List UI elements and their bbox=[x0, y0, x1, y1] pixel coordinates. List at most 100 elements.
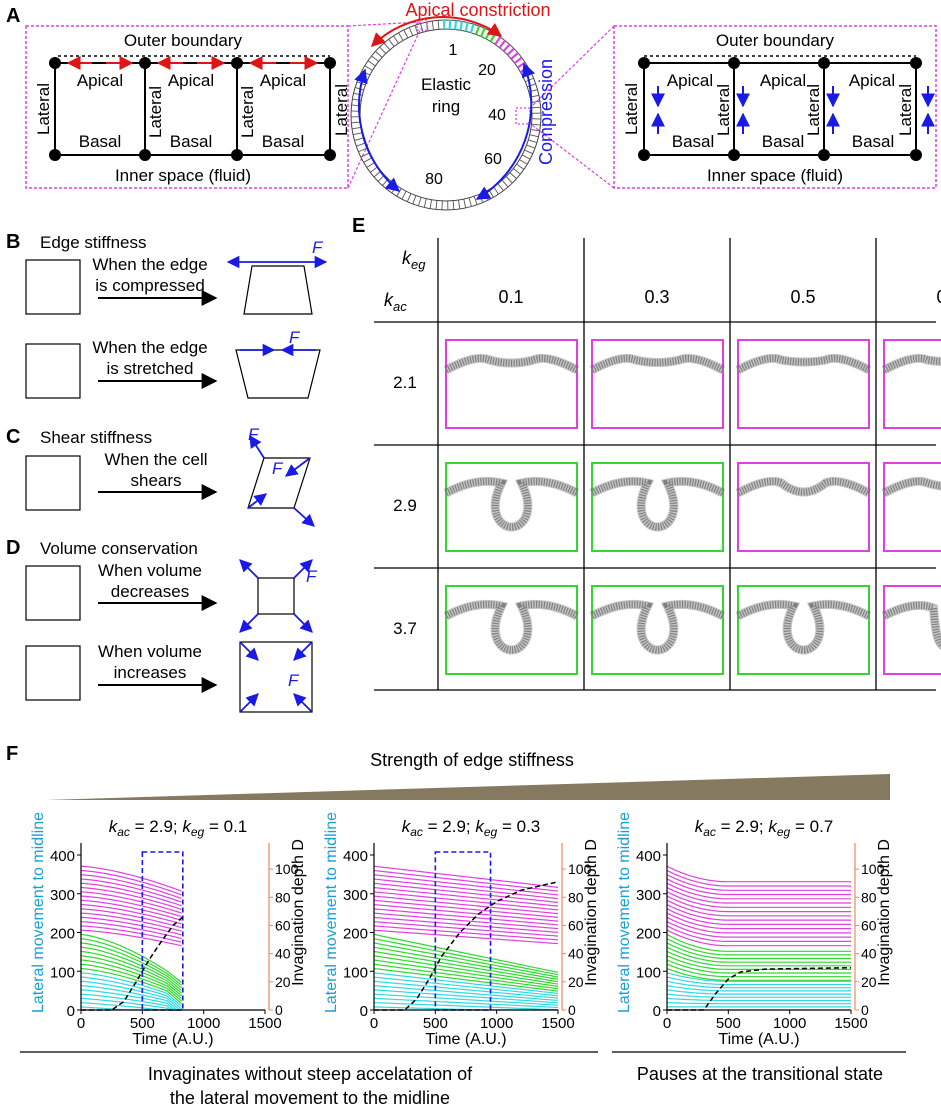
ring-cell bbox=[379, 46, 387, 54]
lateral-label: Lateral bbox=[332, 84, 351, 136]
y-right-tick-label: 80 bbox=[275, 889, 291, 905]
ring-cell bbox=[510, 52, 519, 60]
lateral-trajectory bbox=[666, 946, 851, 963]
lateral-trajectory bbox=[666, 912, 851, 930]
lateral-label: Lateral bbox=[34, 83, 53, 135]
ring-cell bbox=[501, 179, 509, 188]
y-right-tick-label: 60 bbox=[568, 917, 584, 933]
label-increase-1: When volume bbox=[98, 642, 202, 661]
basal-label: Basal bbox=[672, 132, 715, 151]
ring-cell bbox=[509, 172, 517, 179]
ring-cell bbox=[356, 142, 365, 147]
lateral-trajectory bbox=[373, 925, 559, 941]
y-tick-label: 200 bbox=[50, 926, 75, 943]
compression-label: Compression bbox=[536, 59, 556, 165]
ring-cell bbox=[393, 35, 399, 44]
ring-cell bbox=[353, 92, 363, 96]
ring-cell bbox=[497, 183, 504, 191]
lateral-trajectory bbox=[666, 972, 851, 982]
ring-cell bbox=[489, 33, 497, 43]
x-tick-label: 500 bbox=[423, 1015, 448, 1032]
ring-cell bbox=[437, 20, 440, 30]
lateral-trajectory bbox=[666, 985, 851, 992]
lateral-trajectory bbox=[80, 895, 182, 918]
ring-outer bbox=[350, 19, 542, 211]
ring-cell bbox=[526, 144, 536, 149]
lateral-trajectory bbox=[373, 1002, 559, 1011]
lateral-trajectory bbox=[373, 959, 559, 987]
lateral-trajectory bbox=[373, 874, 559, 896]
force-arrow bbox=[293, 507, 315, 527]
lateral-trajectory bbox=[373, 912, 559, 930]
col-header: 0.7 bbox=[936, 287, 941, 307]
panel-label-c: C bbox=[6, 426, 20, 448]
force-label: F bbox=[288, 671, 300, 690]
ring-cell bbox=[453, 20, 458, 30]
x-axis-label: Time (A.U.) bbox=[132, 1031, 213, 1048]
col-header: 0.1 bbox=[498, 287, 523, 307]
apical-label: Apical bbox=[77, 71, 123, 90]
label-decrease-2: decreases bbox=[111, 582, 189, 601]
epithelium-sheet-outline bbox=[881, 476, 941, 497]
ring-cell bbox=[351, 127, 361, 130]
col-header: 0.5 bbox=[790, 287, 815, 307]
ring-cell bbox=[505, 176, 513, 184]
ring-cell bbox=[423, 198, 427, 208]
row-axis-label: kac bbox=[384, 290, 407, 314]
apical-label: Apical bbox=[168, 71, 214, 90]
force-label: F bbox=[312, 238, 324, 257]
apical-label: Apical bbox=[260, 71, 306, 90]
panel-b-title: Edge stiffness bbox=[40, 233, 146, 252]
y-tick-label: 100 bbox=[50, 964, 75, 981]
lateral-trajectory bbox=[80, 950, 182, 994]
ring-cell bbox=[408, 27, 414, 36]
ring-index-40: 40 bbox=[488, 107, 506, 124]
lateral-trajectory bbox=[80, 869, 182, 896]
ring-cell bbox=[494, 36, 502, 46]
compression-arc-right bbox=[475, 62, 536, 200]
ring-cell bbox=[506, 47, 515, 56]
epithelium-sheet-outline bbox=[881, 353, 941, 374]
col-header: 0.3 bbox=[644, 287, 669, 307]
y-right-tick-label: 100 bbox=[568, 861, 592, 877]
left-inner-space-label: Inner space (fluid) bbox=[115, 166, 251, 185]
ring-cell bbox=[521, 154, 531, 160]
lateral-trajectory bbox=[80, 878, 182, 903]
epithelium-sheet-outline bbox=[735, 599, 872, 655]
y-right-tick-label: 60 bbox=[861, 917, 877, 933]
apical-label: Apical bbox=[849, 71, 895, 90]
lateral-trajectory bbox=[373, 908, 559, 926]
caption-left-line2: the lateral movement to the midline bbox=[170, 1088, 450, 1108]
lateral-trajectory bbox=[80, 963, 182, 1002]
basal-label: Basal bbox=[170, 132, 213, 151]
compressed-cell bbox=[243, 265, 313, 315]
depth-curve bbox=[374, 881, 559, 1011]
label-shear-2: shears bbox=[130, 471, 181, 490]
lateral-trajectory bbox=[666, 950, 851, 967]
ring-cell bbox=[383, 42, 391, 51]
y-axis-label-left: Lateral movement to midline bbox=[323, 812, 340, 1013]
panel-d-title: Volume conservation bbox=[40, 539, 198, 558]
ring-index-60: 60 bbox=[484, 151, 502, 168]
ring-cell bbox=[396, 188, 402, 197]
ring-cell bbox=[435, 200, 438, 210]
ring-cell bbox=[431, 20, 434, 30]
lateral-trajectory bbox=[373, 899, 559, 918]
lateral-trajectory bbox=[373, 886, 559, 907]
simulation-frame bbox=[883, 585, 941, 675]
y-tick-label: 400 bbox=[636, 848, 661, 865]
x-axis-label: Time (A.U.) bbox=[425, 1031, 506, 1048]
basal-label: Basal bbox=[262, 132, 305, 151]
force-label: F bbox=[248, 425, 260, 444]
epithelium-sheet-outline bbox=[443, 599, 580, 655]
cell-square bbox=[25, 565, 81, 621]
lateral-trajectory bbox=[373, 993, 559, 1006]
lateral-trajectory bbox=[373, 946, 559, 980]
y-right-tick-label: 0 bbox=[861, 1002, 869, 1018]
x-tick-label: 500 bbox=[130, 1015, 155, 1032]
lateral-trajectory bbox=[666, 921, 851, 938]
left-outer-boundary-label: Outer boundary bbox=[124, 31, 243, 50]
panel-a: A Outer boundary Apical Apical Apical Ba bbox=[6, 0, 937, 211]
epithelium-sheet-outline bbox=[589, 476, 726, 532]
lateral-trajectory bbox=[373, 997, 559, 1009]
